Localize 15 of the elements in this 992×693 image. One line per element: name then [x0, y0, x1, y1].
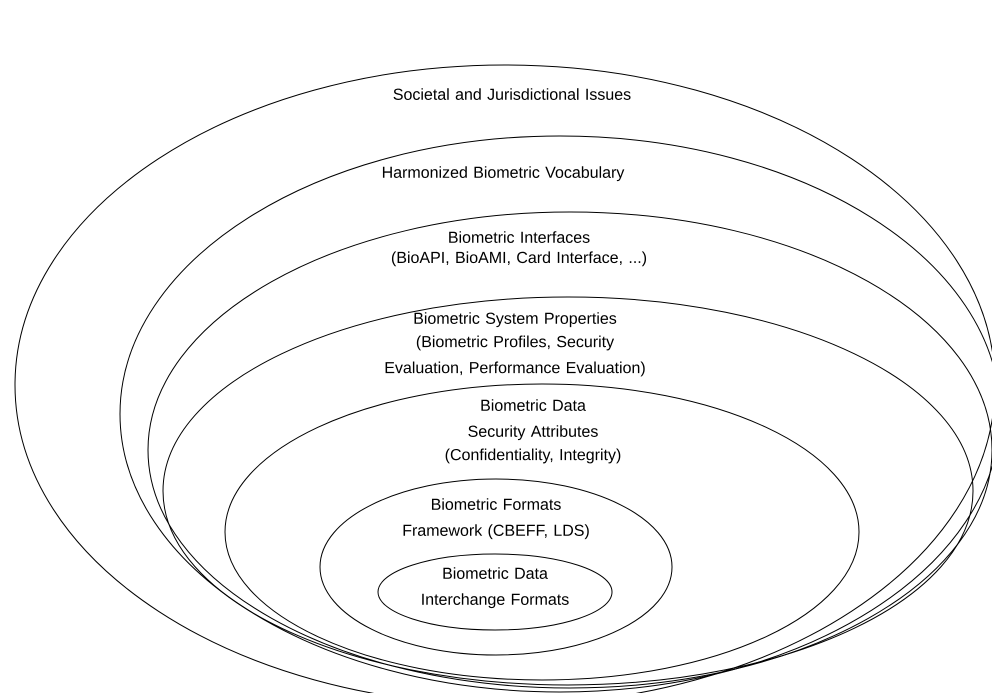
ring-label: (Biometric Profiles, Security Evaluation, Performance Evaluation) — [386, 336, 645, 376]
nested-ellipse — [320, 478, 673, 656]
ring-label: Harmonized Biometric Vocabulary — [382, 166, 624, 182]
ring-label: Biometric System Properties — [414, 312, 616, 328]
nested-ellipse — [224, 384, 860, 680]
ring-label: Biometric Data Security Attributes — [468, 399, 598, 440]
ring-label: Biometric Data Interchange Formats — [422, 567, 569, 608]
nested-ellipse — [162, 296, 974, 686]
ring-label: Biometric Formats Framework (CBEFF, LDS) — [404, 498, 589, 540]
nested-ellipse — [378, 554, 612, 630]
ring-label: Societal and Jurisdictional Issues — [394, 88, 631, 100]
ring-label: Biometric Interfaces — [449, 231, 590, 243]
ring-label: (Confidentiality, Integrity) — [446, 448, 620, 464]
ring-label: (BioAPI, BioAMI, Card Interface, ...) — [392, 251, 646, 266]
nested-ellipse — [148, 212, 992, 688]
